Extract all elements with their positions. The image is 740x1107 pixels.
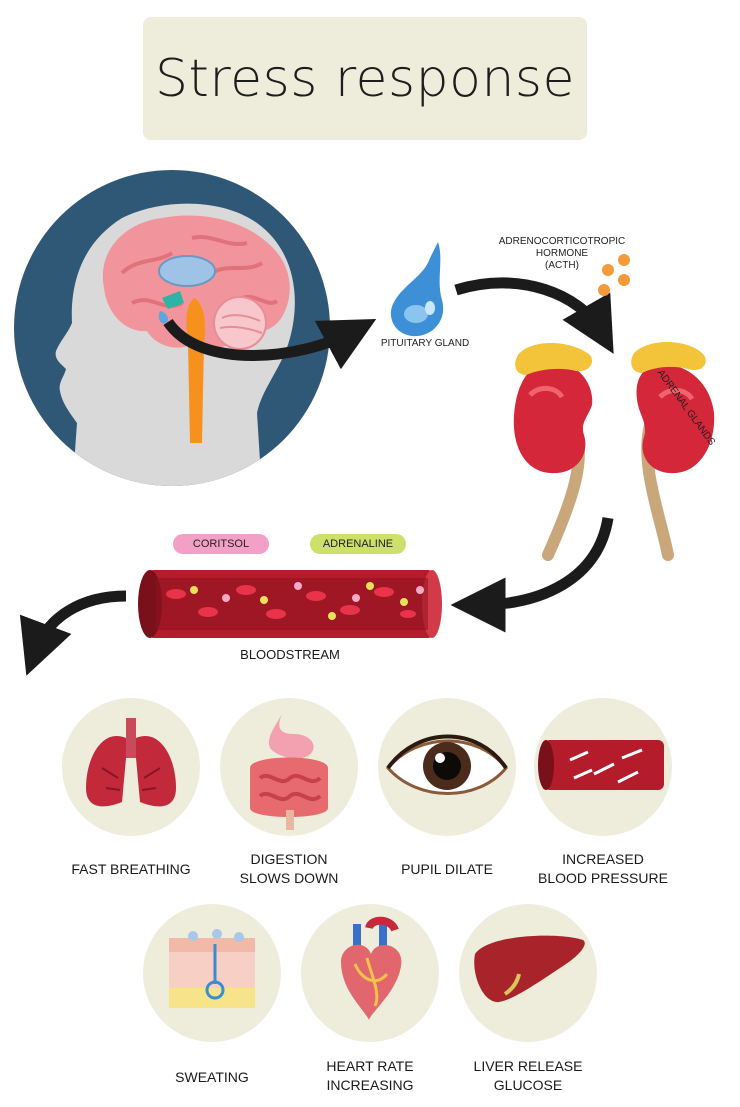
acth-line-2: HORMONE (535, 248, 589, 259)
intestines-icon (250, 714, 328, 830)
page-title: Stress response (154, 48, 576, 109)
effect-circle-sweating (143, 904, 281, 1042)
blood-vessel-icon (538, 740, 664, 790)
effect-circle-eye (378, 698, 516, 836)
acth-line-1: ADRENOCORTICOTROPIC (498, 236, 626, 247)
pituitary-gland-icon (390, 242, 444, 337)
effect-label-line: GLUCOSE (493, 1077, 563, 1093)
hormone-pill-adrenaline: ADRENALINE (310, 534, 406, 554)
effect-label-line: INCREASING (326, 1077, 414, 1093)
heart-icon (341, 916, 402, 1020)
lungs-icon (86, 718, 176, 807)
effect-circle-lungs (62, 698, 200, 836)
effect-label-blood-pressure: INCREASED BLOOD PRESSURE (503, 850, 703, 888)
title-box: Stress response (143, 17, 587, 140)
effect-label-line: FAST BREATHING (71, 861, 191, 877)
effect-label-line: SLOWS DOWN (239, 870, 339, 886)
effect-label-fast-breathing: FAST BREATHING (31, 860, 231, 879)
pituitary-label: PITUITARY GLAND (380, 338, 470, 349)
acth-line-3: (ACTH) (545, 260, 579, 271)
effect-circle-heart (301, 904, 439, 1042)
arrow-adrenal-to-bloodstream (450, 516, 614, 633)
arrow-bloodstream-to-effects (19, 590, 127, 676)
acth-molecules-icon (598, 254, 630, 296)
effect-label-line: DIGESTION (250, 851, 328, 867)
effect-label-heart-rate: HEART RATE INCREASING (270, 1057, 470, 1095)
effect-circle-liver (459, 904, 597, 1042)
arrow-brain-to-pituitary (163, 318, 377, 370)
effect-label-line: HEART RATE (326, 1058, 414, 1074)
liver-icon (474, 935, 585, 1003)
effect-label-line: SWEATING (175, 1069, 249, 1085)
kidneys-adrenal-icon (513, 341, 715, 561)
skin-layers-icon (169, 929, 255, 1008)
acth-label: ADRENOCORTICOTROPIC HORMONE (ACTH) (492, 236, 632, 272)
blood-vessel-icon (138, 570, 442, 638)
effect-label-line: PUPIL DILATE (401, 861, 493, 877)
effect-circle-intestines (220, 698, 358, 836)
effect-label-pupil: PUPIL DILATE (347, 860, 547, 879)
effect-label-line: INCREASED (562, 851, 644, 867)
bloodstream-label: BLOODSTREAM (240, 647, 340, 662)
hormone-pill-cortisol: CORITSOL (173, 534, 269, 554)
effect-label-liver: LIVER RELEASE GLUCOSE (428, 1057, 628, 1095)
effect-label-line: LIVER RELEASE (473, 1058, 583, 1074)
arrow-pituitary-to-adrenal (454, 277, 614, 354)
effect-label-digestion: DIGESTION SLOWS DOWN (189, 850, 389, 888)
eye-icon (386, 734, 508, 795)
effect-label-sweating: SWEATING (112, 1068, 312, 1087)
effect-circle-vessel (534, 698, 672, 836)
effect-label-line: BLOOD PRESSURE (538, 870, 668, 886)
